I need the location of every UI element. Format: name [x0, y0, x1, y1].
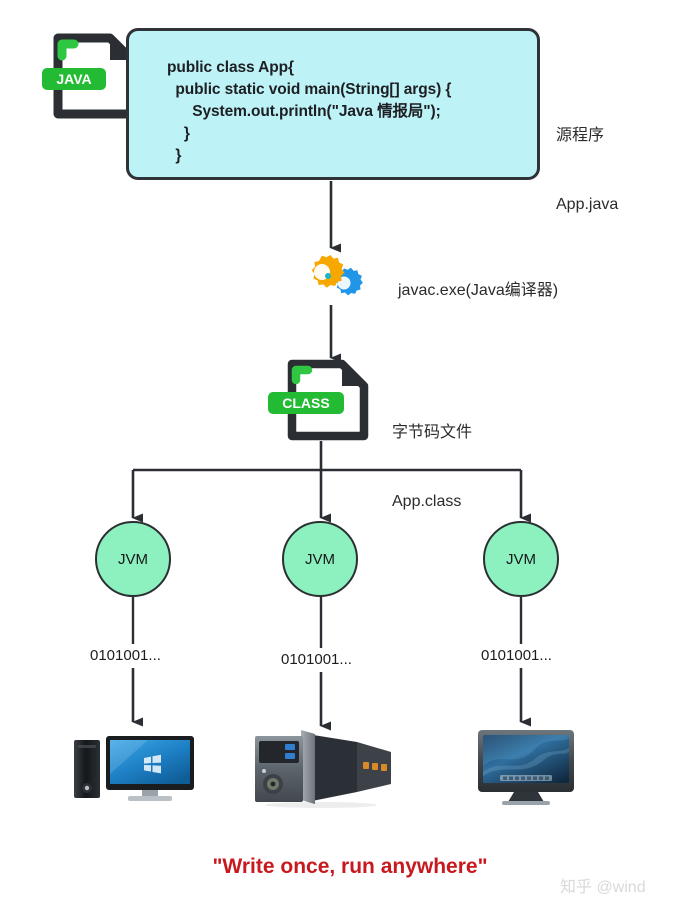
- gears-icon: [311, 254, 363, 296]
- class-badge-shape: [268, 392, 344, 414]
- bytecode-label-line2: App.class: [392, 493, 462, 510]
- jvm-node-label: JVM: [118, 550, 148, 568]
- binary-stream-label: 0101001...: [86, 646, 165, 665]
- server-workstation-icon: [255, 730, 391, 808]
- caption-text: "Write once, run anywhere": [212, 855, 488, 878]
- bytecode-file-label: 字节码文件 App.class: [392, 375, 472, 559]
- jvm-node: JVM: [95, 521, 171, 597]
- java-badge-label: JAVA: [56, 71, 91, 87]
- class-badge-label: CLASS: [282, 395, 329, 411]
- mac-monitor-icon: [478, 730, 574, 805]
- source-code-text: public class App{ public static void mai…: [167, 59, 452, 164]
- jvm-node-label: JVM: [305, 550, 335, 568]
- source-code-box: public class App{ public static void mai…: [126, 28, 540, 180]
- watermark: 知乎 @wind: [560, 879, 646, 896]
- binary-stream-label: 0101001...: [277, 650, 356, 669]
- windows-desktop-computer-icon: [74, 736, 194, 801]
- source-label-line1: 源程序: [556, 127, 605, 144]
- binary-stream-label: 0101001...: [477, 646, 556, 665]
- jvm-node: JVM: [483, 521, 559, 597]
- source-label-line2: App.java: [556, 196, 619, 213]
- jvm-node: JVM: [282, 521, 358, 597]
- compiler-label: javac.exe(Java编译器): [398, 282, 559, 299]
- jvm-node-label: JVM: [506, 550, 536, 568]
- class-file-icon: CLASS: [268, 359, 369, 441]
- bytecode-label-line1: 字节码文件: [392, 424, 473, 441]
- source-file-label: 源程序 App.java: [556, 78, 618, 262]
- java-badge-shape: [42, 68, 106, 90]
